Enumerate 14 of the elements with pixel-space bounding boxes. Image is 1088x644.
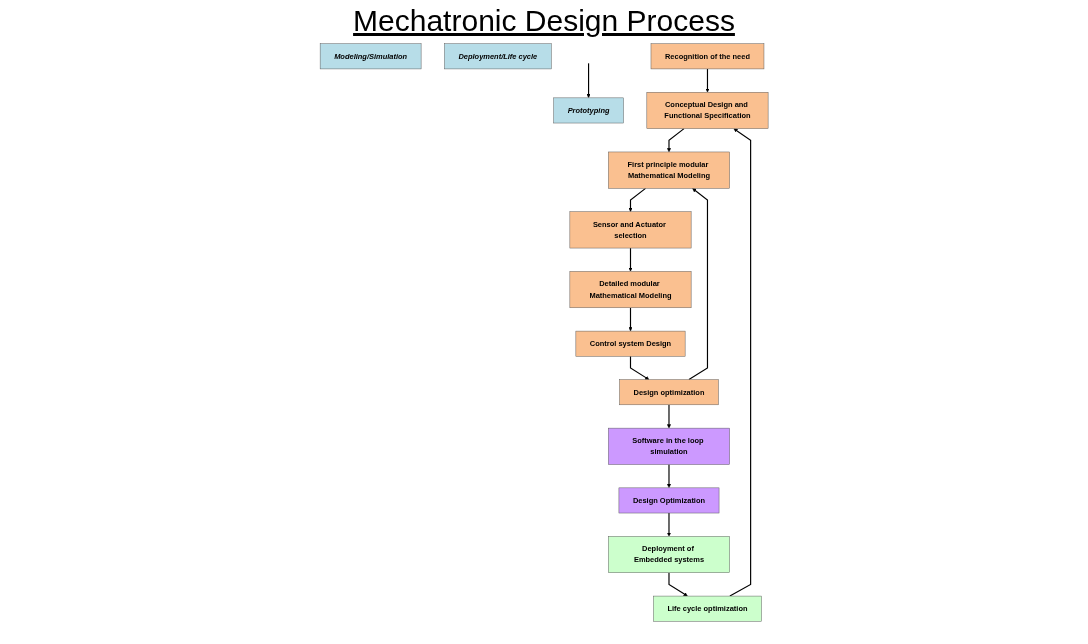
diagram-title: Mechatronic Design Process	[352, 4, 736, 38]
arrow	[628, 247, 633, 272]
arrow	[666, 463, 671, 489]
arrow	[586, 62, 591, 99]
arrow	[688, 188, 708, 381]
arrow	[629, 355, 650, 380]
arrow	[666, 512, 671, 537]
arrow	[705, 68, 710, 93]
arrow	[628, 307, 633, 332]
arrow	[666, 128, 685, 153]
arrow	[628, 187, 646, 212]
arrow	[729, 128, 752, 597]
arrow	[666, 404, 671, 429]
arrow	[668, 572, 688, 597]
